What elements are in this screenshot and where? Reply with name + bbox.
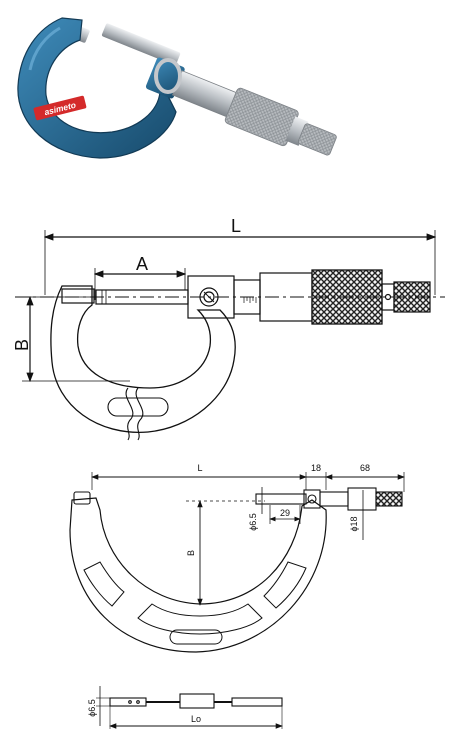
d1-A-label: A [136, 254, 148, 274]
photo-spindle [101, 23, 181, 66]
d3-rod-center [179, 693, 215, 709]
d1-frame [50, 285, 236, 433]
d2-phi18-label: ϕ18 [349, 516, 359, 531]
d2-sleeve [319, 491, 349, 507]
d2-phi65-label: ϕ6.5 [248, 513, 258, 531]
photo-frame [17, 17, 177, 159]
d3-phi65-label: ϕ6.5 [87, 699, 97, 717]
d2-frame [69, 497, 327, 653]
photo-barrel [145, 57, 337, 156]
drawing-1 [15, 230, 445, 441]
drawing-2 [69, 472, 405, 653]
drawing-3 [96, 686, 283, 729]
d3-Lo-label: Lo [191, 714, 201, 724]
d2-L-label: L [197, 463, 202, 473]
d2-29-label: 29 [280, 508, 290, 518]
d2-spindle [255, 493, 307, 505]
micrometer-photo: asimeto [17, 17, 337, 159]
d1-anvil [61, 288, 95, 304]
photo-lock-ring [154, 58, 182, 94]
d2-68-label: 68 [360, 463, 370, 473]
d3-rod-left [109, 697, 147, 707]
d1-L-label: L [231, 216, 241, 236]
d2-B-label: B [186, 550, 196, 556]
d2-18-label: 18 [311, 463, 321, 473]
d2-ratchet [375, 491, 403, 507]
d2-thimble [347, 487, 377, 511]
d1-B-label: B [12, 339, 32, 351]
d2-anvil [73, 491, 91, 505]
d1-inner-slot [107, 397, 169, 417]
d3-rod-right [231, 697, 283, 707]
